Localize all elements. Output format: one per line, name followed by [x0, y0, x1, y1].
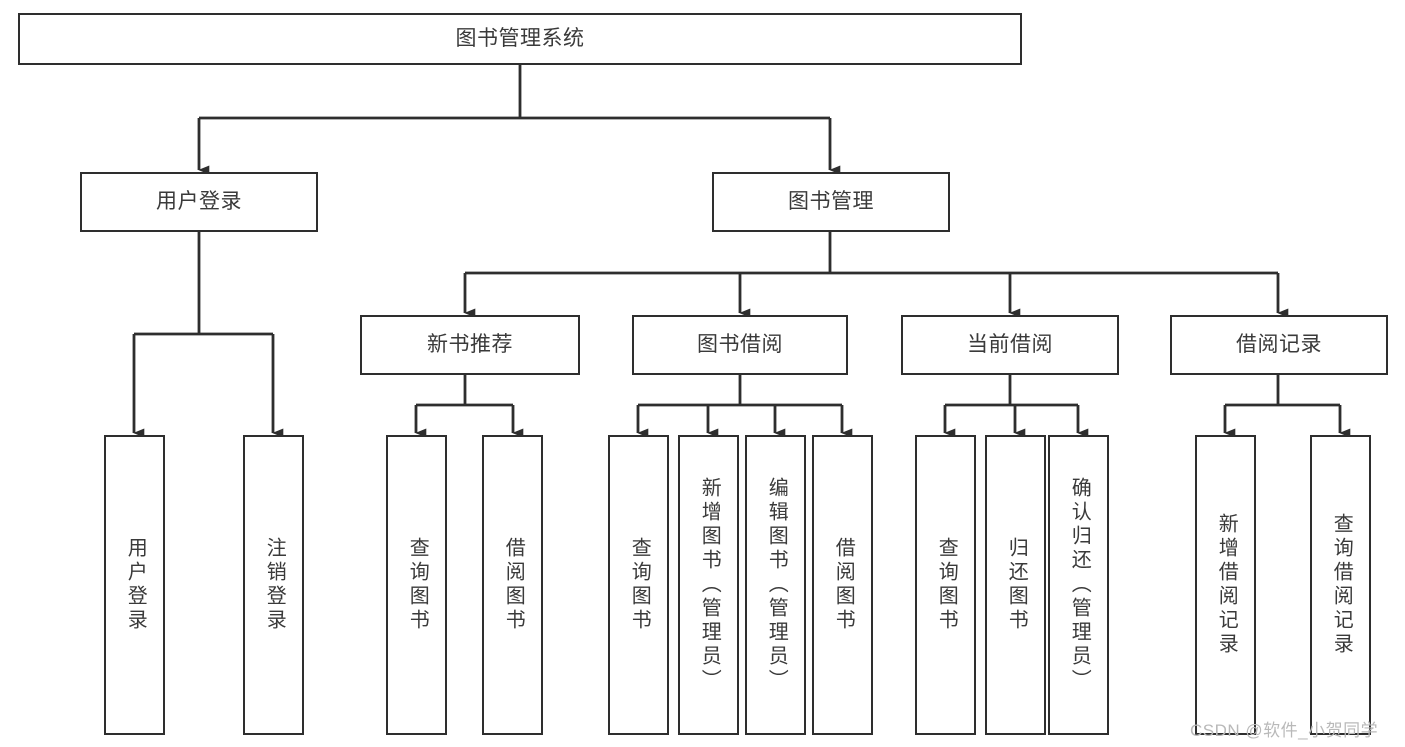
- node-user-login[interactable]: 用户登录: [80, 172, 318, 232]
- node-book-manage-label: 图书管理: [788, 189, 874, 213]
- node-book-manage[interactable]: 图书管理: [712, 172, 950, 232]
- node-root-label: 图书管理系统: [455, 26, 585, 50]
- node-leaf-user-login[interactable]: 用户登录: [104, 435, 165, 735]
- node-user-login-label: 用户登录: [156, 189, 242, 213]
- node-leaf-add-record[interactable]: 新增借阅记录: [1195, 435, 1256, 735]
- node-leaf-query-book-2-label: 查询图书: [628, 537, 651, 633]
- node-new-book-rec[interactable]: 新书推荐: [360, 315, 580, 375]
- connectors-current-borrow: [943, 375, 1089, 438]
- node-leaf-query-book-1-label: 查询图书: [406, 537, 429, 633]
- node-leaf-query-record[interactable]: 查询借阅记录: [1310, 435, 1371, 735]
- node-leaf-user-login-label: 用户登录: [124, 537, 147, 633]
- node-current-borrow-label: 当前借阅: [967, 332, 1053, 356]
- node-leaf-borrow-book-1-label: 借阅图书: [502, 537, 525, 633]
- node-leaf-borrow-book-2[interactable]: 借阅图书: [812, 435, 873, 735]
- node-leaf-query-book-3[interactable]: 查询图书: [915, 435, 976, 735]
- node-leaf-add-book[interactable]: 新增图书（管理员）: [678, 435, 739, 735]
- node-root[interactable]: 图书管理系统: [18, 13, 1022, 65]
- node-leaf-query-book-2[interactable]: 查询图书: [608, 435, 669, 735]
- node-leaf-confirm-return[interactable]: 确认归还（管理员）: [1048, 435, 1109, 735]
- node-leaf-return-book[interactable]: 归还图书: [985, 435, 1046, 735]
- connectors-book-manage: [463, 232, 1289, 318]
- node-leaf-add-book-label: 新增图书（管理员）: [698, 477, 721, 693]
- node-leaf-return-book-label: 归还图书: [1005, 537, 1028, 633]
- node-leaf-query-record-label: 查询借阅记录: [1330, 513, 1353, 657]
- connectors-new-book-rec: [414, 375, 524, 438]
- node-borrow-record[interactable]: 借阅记录: [1170, 315, 1388, 375]
- node-leaf-borrow-book-1[interactable]: 借阅图书: [482, 435, 543, 735]
- node-leaf-confirm-return-label: 确认归还（管理员）: [1068, 477, 1091, 693]
- node-leaf-logout[interactable]: 注销登录: [243, 435, 304, 735]
- node-leaf-edit-book-label: 编辑图书（管理员）: [765, 477, 788, 693]
- node-leaf-edit-book[interactable]: 编辑图书（管理员）: [745, 435, 806, 735]
- node-leaf-logout-label: 注销登录: [263, 537, 286, 633]
- node-new-book-rec-label: 新书推荐: [427, 332, 513, 356]
- node-leaf-query-book-3-label: 查询图书: [935, 537, 958, 633]
- connectors-root: [197, 65, 841, 175]
- node-leaf-borrow-book-2-label: 借阅图书: [832, 537, 855, 633]
- watermark: CSDN @软件_小贺同学: [1190, 721, 1379, 740]
- connectors-borrow-record: [1223, 375, 1351, 438]
- node-book-borrow-label: 图书借阅: [697, 332, 783, 356]
- connectors-book-borrow: [636, 375, 853, 438]
- node-book-borrow[interactable]: 图书借阅: [632, 315, 848, 375]
- node-current-borrow[interactable]: 当前借阅: [901, 315, 1119, 375]
- node-leaf-query-book-1[interactable]: 查询图书: [386, 435, 447, 735]
- node-borrow-record-label: 借阅记录: [1236, 332, 1322, 356]
- node-leaf-add-record-label: 新增借阅记录: [1215, 513, 1238, 657]
- connectors-user-login: [132, 232, 284, 438]
